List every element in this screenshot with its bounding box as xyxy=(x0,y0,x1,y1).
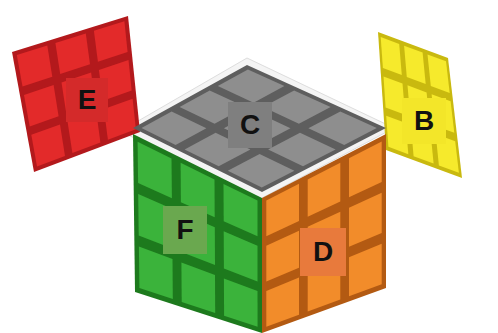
cube-tile xyxy=(404,46,426,84)
face-ground xyxy=(12,16,140,172)
cube-tile xyxy=(24,85,59,127)
face-letter: B xyxy=(402,98,446,144)
cube-tile xyxy=(218,69,285,102)
cube-tile xyxy=(55,33,90,74)
cube-face xyxy=(12,16,140,172)
cube-tile xyxy=(268,133,336,167)
cube-tile xyxy=(263,90,331,123)
face-ground xyxy=(262,134,386,333)
cube-tile xyxy=(142,111,207,144)
cube-tile xyxy=(349,244,382,296)
cube-tile xyxy=(138,142,172,199)
cube-face xyxy=(133,134,262,333)
cube-tile xyxy=(17,45,53,86)
cube-tile xyxy=(224,184,258,236)
cube-tile xyxy=(349,142,382,198)
cube-tile xyxy=(228,154,295,188)
face-letter: F xyxy=(163,206,207,254)
face-letter: C xyxy=(228,102,272,148)
cube-tile xyxy=(266,278,299,327)
cube-tile xyxy=(381,37,402,75)
cube-tile xyxy=(224,278,258,326)
cube-face xyxy=(378,32,462,178)
cube-tile xyxy=(266,231,299,282)
cube-edge xyxy=(126,58,394,200)
cube-tile xyxy=(104,99,136,140)
face-letter: E xyxy=(66,78,108,122)
cube-face xyxy=(262,134,386,333)
cube-tile xyxy=(94,21,128,61)
face-ground xyxy=(378,32,462,178)
cube-tile xyxy=(308,111,376,144)
cube-tile xyxy=(224,231,258,281)
cube-tile xyxy=(428,54,450,93)
cube-tile xyxy=(308,163,341,217)
face-ground xyxy=(133,134,262,333)
cube-tile xyxy=(266,184,299,236)
face-letter: D xyxy=(300,228,346,276)
cube-tile xyxy=(139,247,173,299)
cube-tile xyxy=(31,125,65,167)
cube-tile xyxy=(181,263,215,313)
cube-tile xyxy=(349,193,382,247)
